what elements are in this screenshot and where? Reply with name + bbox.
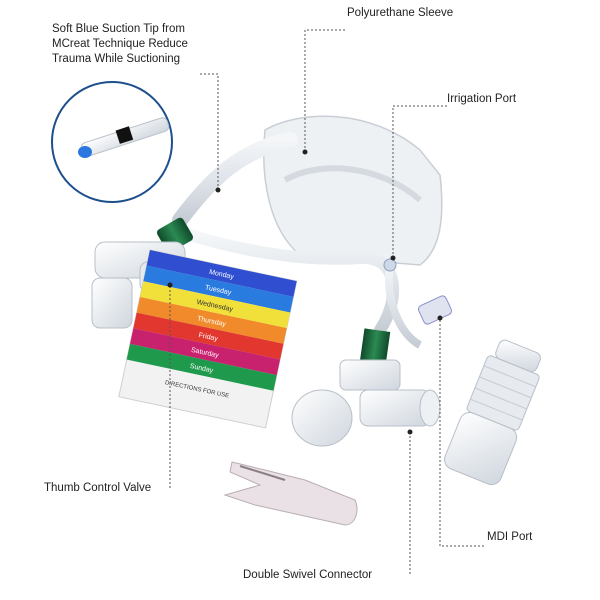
mdi-port	[444, 339, 541, 486]
leader-mdi	[439, 318, 484, 547]
suction-tip-inset	[51, 81, 173, 203]
day-label-sunday: Sunday	[189, 363, 214, 375]
leader-dots	[167, 149, 443, 435]
day-card: MondayTuesdayWednesdayThursdayFridaySatu…	[118, 249, 298, 429]
label-irrigation-port: Irrigation Port	[447, 93, 517, 105]
label-sleeve: Polyurethane Sleeve	[347, 7, 454, 19]
label-suction-tip: Soft Blue Suction Tip from MCreat Techni…	[52, 23, 188, 65]
day-band-friday	[133, 312, 284, 360]
day-band-thursday	[136, 296, 287, 344]
double-swivel-connector	[223, 461, 358, 526]
leader-sleeve	[304, 29, 345, 152]
day-band-wednesday	[140, 281, 291, 329]
day-band-sunday	[126, 343, 277, 391]
day-band-saturday	[130, 328, 281, 376]
right-connector	[291, 258, 453, 447]
label-mdi-port: MDI Port	[487, 531, 533, 543]
leader-lines	[169, 29, 484, 574]
day-band-tuesday	[143, 265, 294, 313]
leader-tip	[200, 73, 219, 190]
day-band-monday	[146, 250, 297, 297]
day-label-friday: Friday	[198, 332, 219, 343]
label-thumb-control-valve: Thumb Control Valve	[44, 482, 152, 494]
leader-irrigation	[392, 105, 447, 258]
label-double-swivel-connector: Double Swivel Connector	[243, 569, 373, 581]
